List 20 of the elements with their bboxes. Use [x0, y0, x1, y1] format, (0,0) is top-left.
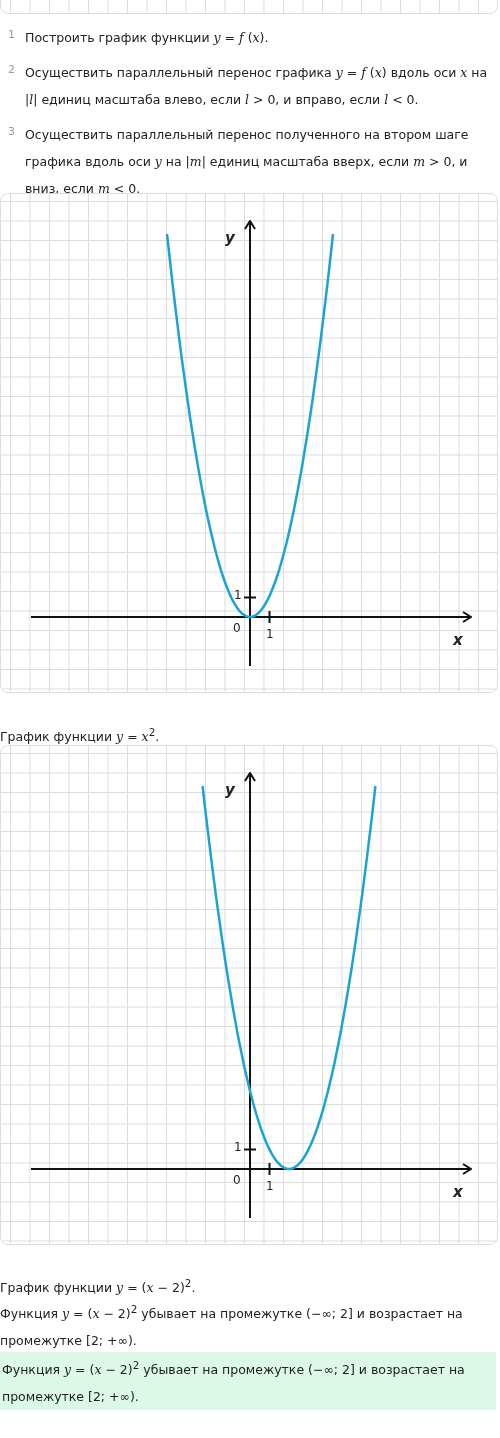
tick-label: 0 [233, 1173, 241, 1187]
axis-label: y [225, 229, 235, 247]
step-text: Осуществить параллельный перенос графика y = f (x) вдоль оси x на |l| единиц масштаба влево, если l > 0, и вправо, если l < 0. [25, 64, 489, 109]
step-number: 3 [8, 124, 16, 140]
tick-label: 1 [234, 1140, 242, 1154]
answer-text: Функция y = (x − 2)$^{2}$ убывает на промежутке (−∞; 2] и возрастает на промежутке [2; +∞). [2, 1362, 465, 1405]
tick-label: 1 [266, 627, 274, 641]
axis-label: y [225, 781, 235, 799]
graph-caption: График функции y = x$^{2}$. [0, 729, 160, 745]
axis-label: x [453, 1183, 463, 1201]
conclusion-text: Функция y = (x − 2)$^{2}$ убывает на промежутке (−∞; 2] и возрастает на промежутке [2; +∞). [0, 1306, 463, 1349]
axis-label: x [453, 631, 463, 649]
step-number: 2 [8, 62, 16, 78]
tick-label: 0 [233, 621, 241, 635]
tick-label: 1 [234, 588, 242, 602]
step-number: 1 [8, 27, 16, 43]
tick-label: 1 [266, 1179, 274, 1193]
step-text: Осуществить параллельный перенос полученного на втором шаге графика вдоль оси y на |m| единиц масштаба вверх, если m > 0, и вниз, если m < 0. [25, 126, 470, 198]
graph-caption: График функции y = (x − 2)$^{2}$. [0, 1280, 196, 1296]
step-text: Построить график функции y = f (x). [25, 29, 270, 47]
